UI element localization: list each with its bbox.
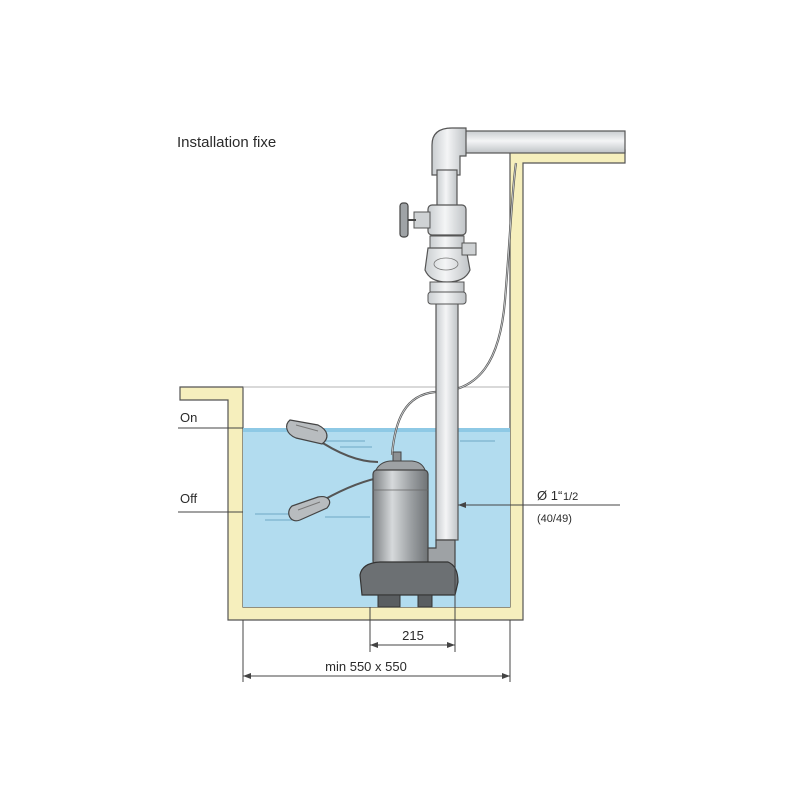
diameter-sub-label: (40/49) [537,513,572,525]
gate-valve [399,202,467,238]
riser-pipe [435,169,459,541]
diameter-annotation: Ø 1“ 1/2 (40/49) [458,488,620,525]
horizontal-pipe [431,127,626,176]
float-switch-off [288,496,331,522]
off-level-label: Off [180,491,197,506]
pump-volute [359,561,459,596]
on-level-label: On [180,410,197,425]
check-valve [424,235,477,283]
dimension-pit [242,620,511,682]
water-surface [243,428,510,432]
submersible-pump [359,451,459,608]
pipe-union [427,281,467,305]
float-switch-on [286,419,328,445]
pipe-elbow [431,127,467,176]
dimension-215-label: 215 [402,628,424,643]
dimension-pit-label: min 550 x 550 [325,659,407,674]
level-lines [178,427,243,513]
diameter-fraction: 1/2 [563,491,578,503]
pump-motor [372,469,429,566]
valve-handwheel [399,202,409,238]
dimension-215 [369,560,456,652]
diameter-label: Ø 1“ [537,488,562,503]
pump-foot [377,594,401,608]
diagram-title: Installation fixe [177,134,276,151]
